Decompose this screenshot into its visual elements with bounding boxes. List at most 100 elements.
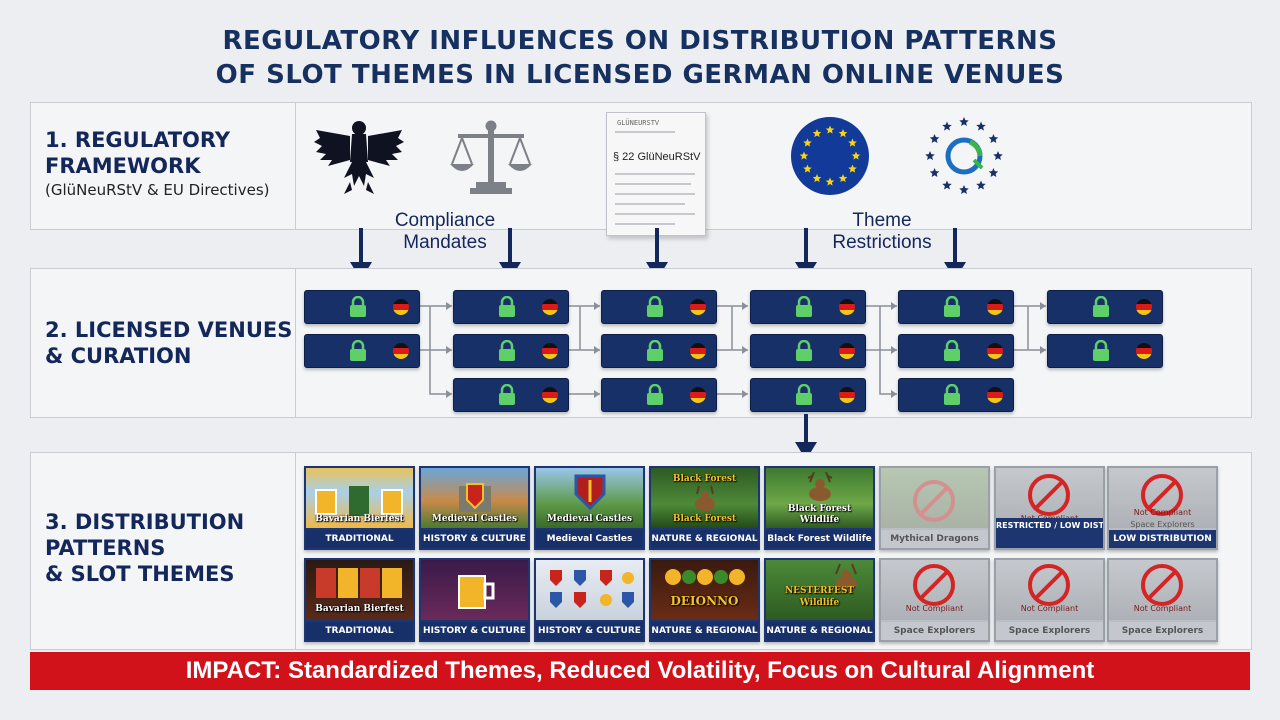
document-line bbox=[615, 193, 695, 195]
german-flag-icon bbox=[542, 387, 558, 403]
slot-tile-medieval-castles: Medieval Castles Medieval Castles bbox=[534, 466, 645, 550]
eu-star-icon bbox=[825, 177, 835, 186]
slot-tile-space-explorers: Not Compliant Space Explorers bbox=[1107, 558, 1218, 642]
slot-tile-black-forest-wildlife: Black Forest Wildlife Black Forest Wildl… bbox=[764, 466, 875, 550]
deer-icon bbox=[807, 471, 833, 501]
tile-category-label: Medieval Castles bbox=[536, 530, 643, 548]
legal-document-icon: GLÜNEURSTV § 22 GlüNeuRStV bbox=[606, 112, 706, 236]
slot-reels-icon bbox=[316, 568, 402, 598]
venue-connectors bbox=[419, 302, 1046, 398]
castle-shield-icon bbox=[459, 483, 491, 512]
eu-star-icon bbox=[988, 134, 999, 144]
slot-symbols-icon bbox=[550, 570, 634, 608]
lock-icon bbox=[796, 296, 812, 317]
german-flag-icon bbox=[839, 299, 855, 315]
scales-of-justice-icon bbox=[450, 120, 532, 194]
tile-artwork bbox=[881, 560, 988, 620]
lock-icon bbox=[647, 296, 663, 317]
german-flag-icon bbox=[987, 343, 1003, 359]
prohibited-icon bbox=[913, 564, 955, 606]
lock-icon bbox=[499, 340, 515, 361]
eu-star-icon bbox=[848, 164, 857, 173]
tile-category-label: Mythical Dragons bbox=[881, 530, 988, 548]
licensed-venue bbox=[453, 290, 569, 324]
band-divider bbox=[295, 453, 296, 649]
german-flag-icon bbox=[690, 387, 706, 403]
lock-icon bbox=[796, 384, 812, 405]
licensed-venue bbox=[453, 334, 569, 368]
prohibited-icon bbox=[913, 480, 955, 522]
tile-art-title: Bavarian Bierfest bbox=[315, 514, 404, 524]
german-flag-icon bbox=[690, 343, 706, 359]
german-flag-icon bbox=[393, 299, 409, 315]
tile-art-title: NESTERFEST bbox=[784, 586, 855, 596]
tile-art-title: Medieval Castles bbox=[431, 514, 518, 524]
licensed-venue bbox=[750, 378, 866, 412]
licensed-venue bbox=[304, 334, 420, 368]
tile-category-label: HISTORY & CULTURE bbox=[536, 622, 643, 640]
german-flag-icon bbox=[839, 387, 855, 403]
licensed-venue bbox=[304, 290, 420, 324]
tile-category-label: NATURE & REGIONAL bbox=[766, 622, 873, 640]
tile-art-title: Black Forest bbox=[672, 474, 737, 484]
tile-category-label: Space Explorers bbox=[996, 622, 1103, 640]
not-compliant-notice: Not Compliant bbox=[1133, 508, 1192, 517]
german-eagle-icon bbox=[314, 121, 404, 194]
band-divider bbox=[295, 269, 296, 417]
eu-star-icon bbox=[988, 168, 999, 178]
tile-category-label: TRADITIONAL bbox=[306, 530, 413, 548]
german-flag-icon bbox=[542, 299, 558, 315]
slot-tile-nature-regional: DEIONNO NATURE & REGIONAL bbox=[649, 558, 760, 642]
lock-icon bbox=[350, 296, 366, 317]
eu-star-icon bbox=[848, 138, 857, 147]
eu-star-icon bbox=[803, 164, 812, 173]
licensed-venue bbox=[750, 334, 866, 368]
shield-icon bbox=[574, 474, 606, 511]
document-title: § 22 GlüNeuRStV bbox=[613, 151, 701, 163]
eu-star-icon bbox=[812, 128, 822, 138]
licensed-venue bbox=[601, 378, 717, 412]
tile-art-title: DEIONNO bbox=[670, 594, 739, 608]
eu-star-icon bbox=[942, 121, 952, 131]
licensed-venue bbox=[601, 334, 717, 368]
slot-tile-restricted: Not Compliant RESTRICTED / LOW DISTRIBUT… bbox=[994, 466, 1105, 550]
deer-icon bbox=[695, 485, 715, 511]
slot-tile-bavarian-bierfest: Bavarian Bierfest TRADITIONAL bbox=[304, 558, 415, 642]
lock-icon bbox=[796, 340, 812, 361]
eu-star-icon bbox=[976, 180, 986, 190]
tile-category-label: NATURE & REGIONAL bbox=[651, 530, 758, 548]
slot-tile-nature-regional: NESTERFEST Wildlife NATURE & REGIONAL bbox=[764, 558, 875, 642]
eu-star-icon bbox=[838, 174, 848, 183]
german-flag-icon bbox=[690, 299, 706, 315]
licensed-venue bbox=[601, 290, 717, 324]
beer-mug-icon bbox=[315, 486, 403, 516]
tile-category-label: HISTORY & CULTURE bbox=[421, 530, 528, 548]
document-line bbox=[615, 213, 695, 215]
slot-tile-medieval-castles: Medieval Castles HISTORY & CULTURE bbox=[419, 466, 530, 550]
lock-icon bbox=[499, 296, 515, 317]
document-line bbox=[615, 183, 691, 185]
licensed-venue bbox=[898, 334, 1014, 368]
eu-star-icon bbox=[925, 151, 935, 161]
regulatory-framework-sublabel: (GlüNeuRStV & EU Directives) bbox=[45, 181, 270, 199]
eu-star-icon bbox=[851, 151, 861, 160]
licensed-venue bbox=[898, 290, 1014, 324]
tile-category-label: Space Explorers bbox=[881, 622, 988, 640]
band-divider bbox=[295, 103, 296, 229]
not-compliant-notice: Not Compliant bbox=[1133, 604, 1192, 613]
eu-star-icon bbox=[825, 125, 835, 134]
eu-star-icon bbox=[993, 151, 1003, 161]
distribution-patterns-label: 3. DISTRIBUTION PATTERNS & SLOT THEMES bbox=[45, 510, 245, 586]
tile-art-subtitle: Black Forest bbox=[672, 514, 737, 524]
tile-art-title: Black Forest bbox=[787, 504, 852, 514]
tile-title: Space Explorers bbox=[1130, 520, 1195, 529]
lock-icon bbox=[944, 296, 960, 317]
licensed-venue bbox=[1047, 290, 1163, 324]
tile-category-label: TRADITIONAL bbox=[306, 622, 413, 640]
lock-icon bbox=[1093, 296, 1109, 317]
lock-icon bbox=[1093, 340, 1109, 361]
lock-icon bbox=[944, 340, 960, 361]
german-flag-icon bbox=[1136, 343, 1152, 359]
german-flag-icon bbox=[987, 387, 1003, 403]
lock-icon bbox=[350, 340, 366, 361]
